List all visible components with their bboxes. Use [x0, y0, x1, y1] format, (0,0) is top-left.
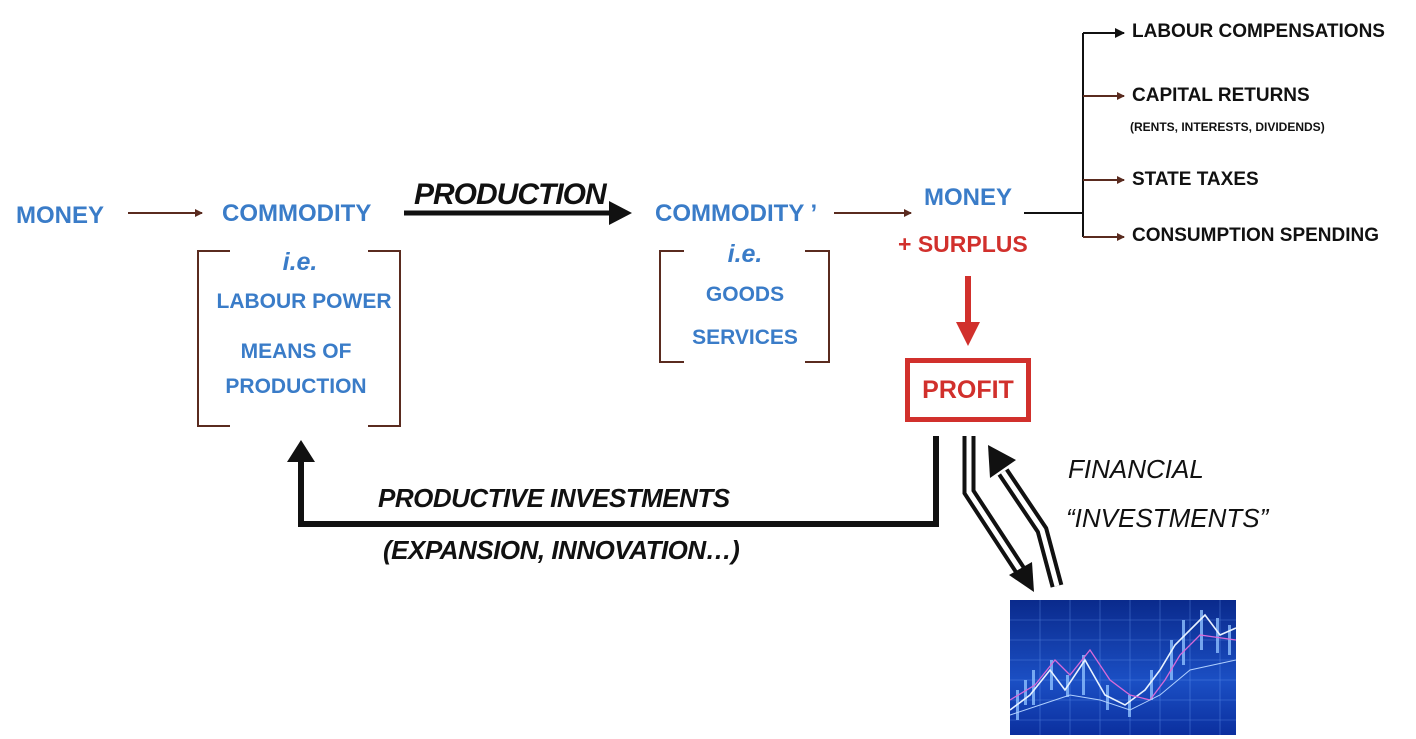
capital-returns-note: (RENTS, INTERESTS, DIVIDENDS)	[1130, 120, 1325, 134]
money-out-label: MONEY	[924, 184, 1013, 211]
services-label: SERVICES	[692, 326, 798, 349]
state-taxes-label: STATE TAXES	[1132, 169, 1259, 190]
productive-investments-label: PRODUCTIVE INVESTMENTS	[378, 483, 730, 513]
inputs-bracket	[197, 250, 401, 427]
production-label: PRODUCTION	[414, 178, 607, 211]
outputs-bracket	[659, 250, 830, 363]
capital-returns-label: CAPITAL RETURNS	[1132, 85, 1310, 106]
arrow-profit-to-markets	[962, 436, 1034, 592]
consumption-spending-label: CONSUMPTION SPENDING	[1132, 225, 1380, 246]
commodity-label: COMMODITY	[222, 200, 372, 227]
arrow-productive-investments	[287, 436, 939, 527]
profit-box: PROFIT	[905, 358, 1031, 422]
surplus-label: + SURPLUS	[898, 231, 1028, 257]
labour-power-label: LABOUR POWER	[216, 290, 392, 313]
means-of-label: MEANS OF	[240, 340, 352, 363]
outputs-ie-label: i.e.	[727, 240, 763, 268]
goods-label: GOODS	[705, 283, 785, 306]
investments-quoted-label: “INVESTMENTS”	[1066, 503, 1269, 533]
distribution-branch	[1024, 33, 1084, 237]
profit-label: PROFIT	[922, 375, 1014, 404]
commodity-prime-label: COMMODITY ’	[655, 200, 818, 227]
production-input-label: PRODUCTION	[225, 375, 367, 398]
productive-investments-note: (EXPANSION, INNOVATION…)	[383, 535, 740, 565]
stock-market-chart-image	[1010, 600, 1236, 735]
money-label: MONEY	[16, 202, 105, 229]
labour-compensations-label: LABOUR COMPENSATIONS	[1132, 21, 1385, 42]
inputs-ie-label: i.e.	[282, 248, 318, 276]
arrow-production	[404, 201, 632, 225]
financial-label: FINANCIAL	[1068, 454, 1204, 484]
arrow-markets-to-profit	[988, 445, 1064, 588]
arrow-surplus-to-profit	[956, 276, 980, 346]
